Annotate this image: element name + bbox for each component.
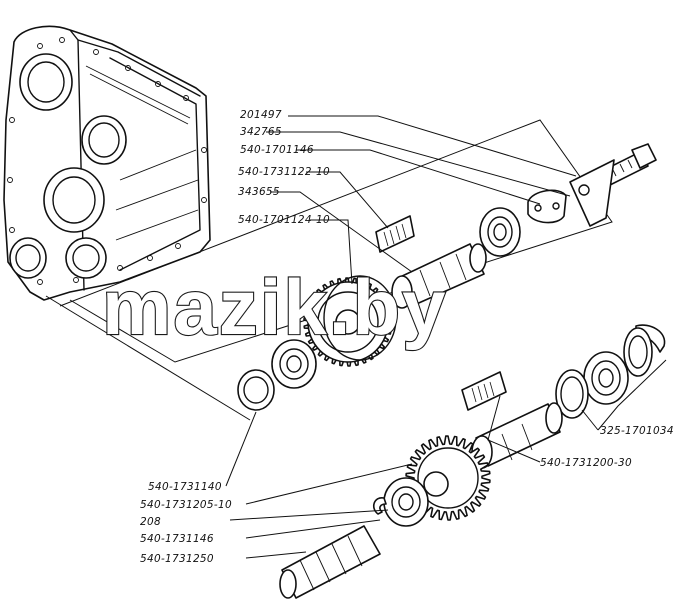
watermark: mazik.by <box>102 263 447 351</box>
label-540-1731250: 540-1731250 <box>140 553 214 565</box>
lower-shaft-group <box>279 371 563 599</box>
label-540-1731205-10: 540-1731205-10 <box>140 499 232 511</box>
part-labels: 201497 342765 540-1701146 540-1731122-10… <box>140 109 674 565</box>
label-540-1731200-30: 540-1731200-30 <box>540 457 632 469</box>
leader-lines <box>225 115 667 559</box>
cover-540-1701146 <box>527 189 567 224</box>
assembly-frame <box>45 119 613 421</box>
circlip-540-1731146 <box>372 497 387 515</box>
key-lower <box>461 371 507 411</box>
key-540-1731122-10 <box>375 215 415 253</box>
seal-540-1731140 <box>237 369 275 411</box>
label-208: 208 <box>140 516 161 528</box>
label-540-1731122-10: 540-1731122-10 <box>238 166 330 178</box>
label-325-1701034: 325-1701034 <box>600 425 674 437</box>
bearing-upper <box>479 207 521 257</box>
label-540-1731140: 540-1731140 <box>148 481 222 493</box>
label-540-1701124-10: 540-1701124-10 <box>238 214 330 226</box>
splined-shaft-540-1731250 <box>279 525 381 599</box>
label-201497: 201497 <box>240 109 282 121</box>
label-540-1731146: 540-1731146 <box>140 533 214 545</box>
gear-540-1701124-10 <box>303 275 397 367</box>
label-343655: 343655 <box>238 186 280 198</box>
bearing-208 <box>383 477 429 527</box>
bearing-mid <box>271 339 317 389</box>
label-540-1701146: 540-1701146 <box>240 144 314 156</box>
gearbox-housing <box>3 25 211 301</box>
lock-plate-342765 <box>569 159 615 227</box>
upper-shaft-group <box>237 143 657 411</box>
bearing-pack-325-1701034 <box>555 324 666 419</box>
label-342765: 342765 <box>240 126 282 138</box>
shaft-343655 <box>391 243 487 309</box>
